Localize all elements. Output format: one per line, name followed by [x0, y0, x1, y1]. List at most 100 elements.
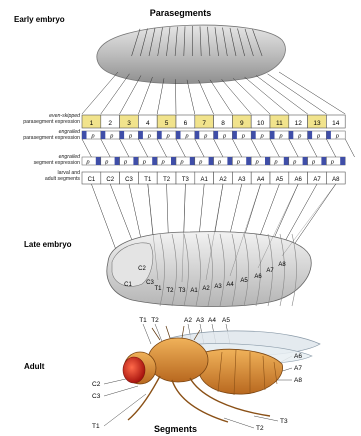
late-embryo-label: Late embryo [24, 240, 72, 249]
early-embryo-label: Early embryo [14, 15, 65, 24]
engrailed-segment-stripe [340, 157, 345, 165]
early-embryo [97, 25, 286, 84]
engrailed-segment-label: p [161, 160, 165, 166]
adult-label-right-A7: A7 [294, 365, 302, 372]
engrailed-label: p [297, 134, 301, 140]
late-embryo-label-T2: T2 [166, 288, 174, 294]
engrailed-stripe [270, 131, 275, 139]
engrailed-segment-label: p [273, 160, 277, 166]
engrailed-segment-stripe [303, 157, 308, 165]
segment-label-A3: A3 [238, 177, 246, 183]
adult-label-top-T2: T2 [151, 317, 159, 324]
engs-label-line2: segment expression [34, 161, 80, 167]
segment-label-A1: A1 [201, 177, 209, 183]
engrailed-segment-label: p [311, 160, 315, 166]
segment-label-A5: A5 [276, 177, 284, 183]
engrailed-label: p [278, 134, 282, 140]
adult-label-top-A4: A4 [208, 317, 216, 324]
parasegment-number-13: 13 [313, 120, 321, 127]
engrailed-segment-label: p [330, 160, 334, 166]
engrailed-segment-stripe [321, 157, 326, 165]
engrailed-segment-label: p [292, 160, 296, 166]
engrailed-segment-stripe [265, 157, 270, 165]
engrailed-label: p [260, 134, 264, 140]
engrailed-label: p [316, 134, 320, 140]
parasegment-number-3: 3 [127, 120, 131, 127]
engrailed-segment-stripe [246, 157, 251, 165]
late-embryo-label-A7: A7 [266, 268, 274, 274]
adult-label-right-A6: A6 [294, 353, 302, 360]
adult-label-top-T1: T1 [139, 317, 147, 324]
engrailed-segment-stripe [171, 157, 176, 165]
engrailed-segment-label: p [104, 160, 108, 166]
late-embryo-label-A2: A2 [202, 286, 210, 292]
engrailed-segment-stripe [284, 157, 289, 165]
adult-label-top-A3: A3 [196, 317, 204, 324]
late-embryo-label-C2: C2 [138, 266, 146, 272]
engrailed-label: p [109, 134, 113, 140]
engrailed-stripe [157, 131, 162, 139]
engrailed-stripe [120, 131, 125, 139]
engrailed-segment-label: p [123, 160, 127, 166]
late-embryo-label-C3: C3 [146, 280, 154, 286]
engrailed-segment-stripe [190, 157, 195, 165]
adult-label-left-C2: C2 [92, 381, 101, 388]
parasegment-number-5: 5 [165, 120, 169, 127]
late-embryo-label-T3: T3 [178, 288, 186, 294]
segment-label-A6: A6 [295, 177, 303, 183]
eve-label-line2: parasegment expression [23, 120, 80, 126]
late-embryo-label-A1: A1 [190, 288, 198, 294]
engrailed-segment-row-label: engrailed segment expression [34, 155, 80, 167]
engp-label-line2: parasegment expression [23, 136, 80, 142]
parasegment-number-7: 7 [202, 120, 206, 127]
seg-label-line2: adult segments [45, 177, 80, 183]
segment-label-A8: A8 [332, 177, 340, 183]
parasegment-number-8: 8 [221, 120, 225, 127]
segment-label-C1: C1 [88, 177, 96, 183]
parasegment-number-12: 12 [295, 120, 303, 127]
late-embryo-label-A8: A8 [278, 262, 286, 268]
parasegment-number-1: 1 [90, 120, 94, 127]
engrailed-stripe [82, 131, 87, 139]
segment-label-T2: T2 [163, 177, 171, 183]
engrailed-stripe [214, 131, 219, 139]
segment-label-C3: C3 [125, 177, 133, 183]
engrailed-stripe [289, 131, 294, 139]
engrailed-segment-stripe [227, 157, 232, 165]
adult-fly: T1T2A2A3A4A5A6A7A8C2C3T1T2T3 [92, 317, 320, 432]
engrailed-segment-label: p [236, 160, 240, 166]
adult-label-top-A5: A5 [222, 317, 230, 324]
engrailed-label: p [184, 134, 188, 140]
parasegment-number-14: 14 [332, 120, 340, 127]
engrailed-label: p [90, 134, 94, 140]
segment-label-A7: A7 [313, 177, 321, 183]
engrailed-label: p [335, 134, 339, 140]
segment-label-T1: T1 [144, 177, 152, 183]
segments-title: Segments [0, 424, 356, 434]
late-embryo-label-A4: A4 [226, 282, 234, 288]
engrailed-stripe [232, 131, 237, 139]
adult-label-right-A8: A8 [294, 377, 302, 384]
engrailed-label: p [147, 134, 151, 140]
engrailed-segment-stripe [133, 157, 138, 165]
late-embryo-label-A6: A6 [254, 274, 262, 280]
adult-label-top-A2: A2 [184, 317, 192, 324]
engrailed-segment-stripe [96, 157, 101, 165]
parasegment-number-4: 4 [146, 120, 150, 127]
engrailed-segment-label: p [85, 160, 89, 166]
engrailed-label: p [128, 134, 132, 140]
engrailed-stripe [308, 131, 313, 139]
engrailed-stripe [176, 131, 181, 139]
engrailed-segment-label: p [217, 160, 221, 166]
engrailed-segment-label: p [255, 160, 259, 166]
engrailed-stripe [326, 131, 331, 139]
engrailed-stripe [138, 131, 143, 139]
parasegment-number-11: 11 [276, 120, 283, 127]
segment-label-C2: C2 [106, 177, 114, 183]
engrailed-label: p [203, 134, 207, 140]
parasegment-number-2: 2 [108, 120, 112, 127]
engrailed-segment-stripe [115, 157, 120, 165]
